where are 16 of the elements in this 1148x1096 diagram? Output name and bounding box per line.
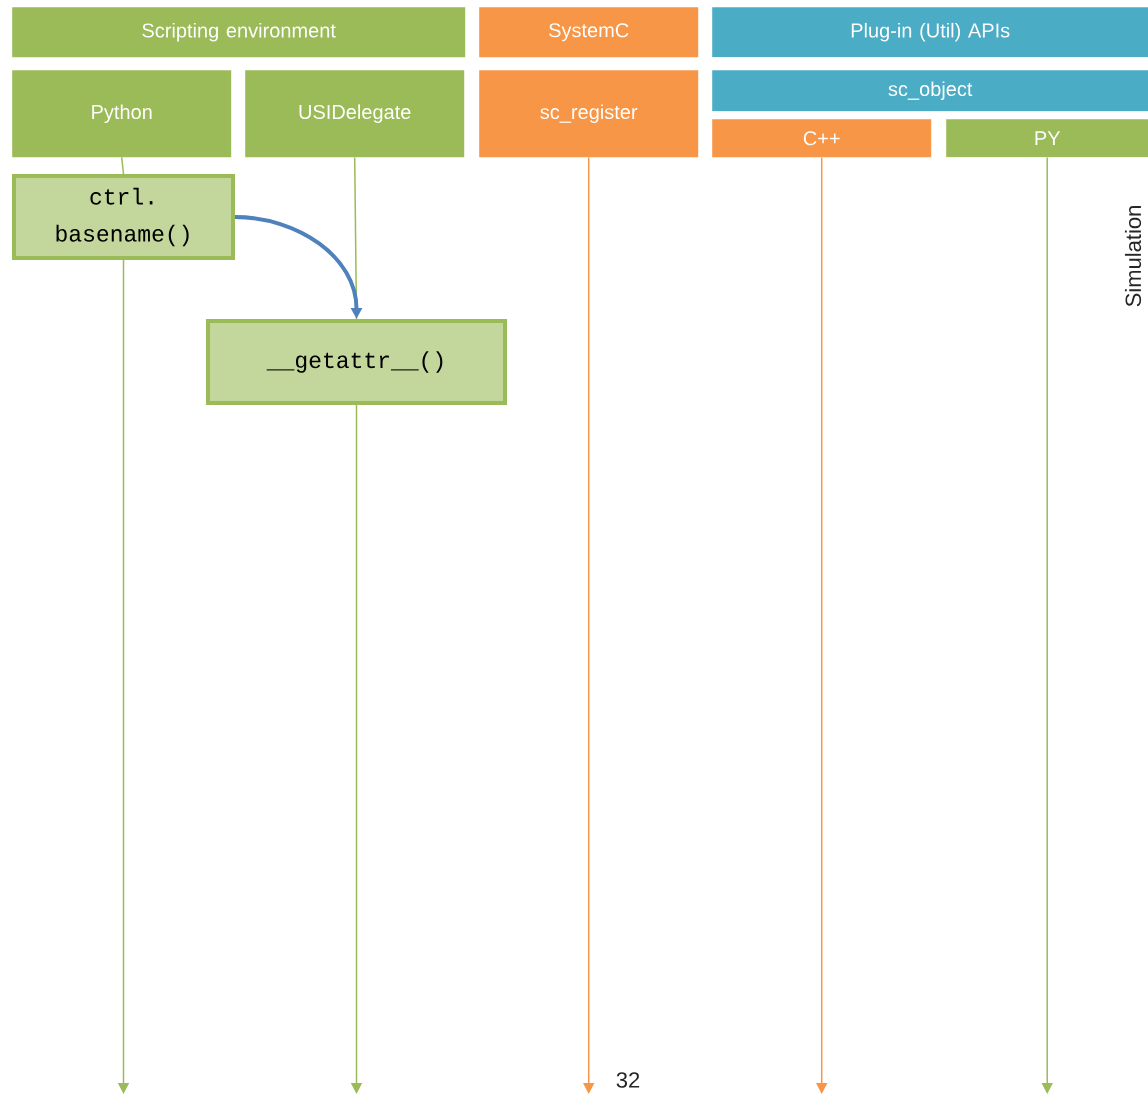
lifeline-header: sc_object <box>712 70 1148 112</box>
lifeline-arrow <box>816 156 828 1094</box>
side-label: Simulation <box>1124 206 1142 307</box>
lifeline-header: C++ <box>712 119 932 158</box>
page-number: 32 <box>616 1072 640 1088</box>
lifeline-header: PY <box>946 119 1148 158</box>
lifeline-header: USIDelegate <box>245 70 465 158</box>
call-box: ctrl. basename() <box>12 174 235 260</box>
lifeline-header: sc_register <box>479 70 699 158</box>
lifeline-header: Plug-in (Util) APIs <box>712 7 1148 58</box>
lifeline-arrow <box>583 156 595 1094</box>
lifeline-header: Python <box>12 70 232 158</box>
lifeline-header: Scripting environment <box>12 7 466 58</box>
lifeline-header: SystemC <box>479 7 699 58</box>
lifeline <box>120 156 125 175</box>
call-box: __getattr__() <box>206 319 507 405</box>
